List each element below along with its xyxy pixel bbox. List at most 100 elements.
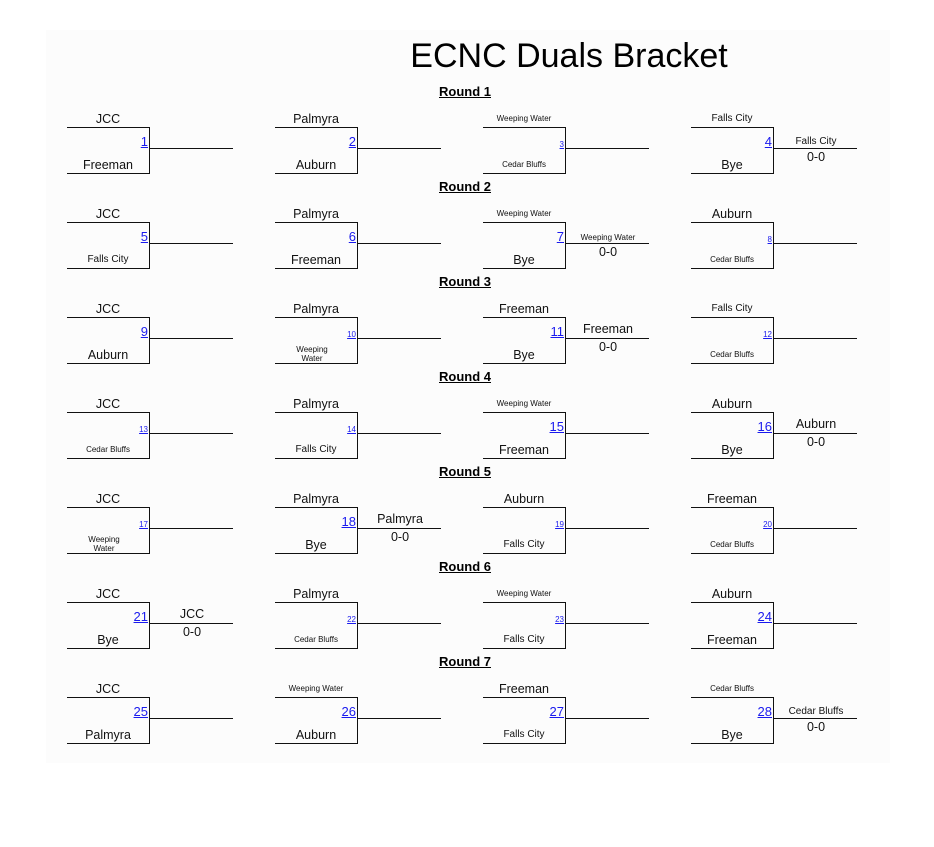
round-label: Round 5 — [439, 464, 491, 479]
match-number-link[interactable]: 16 — [757, 419, 772, 434]
winner-line — [149, 338, 233, 339]
bracket-connector — [565, 412, 566, 459]
match-number-link[interactable]: 2 — [348, 134, 356, 149]
team-bottom: Bye — [513, 348, 535, 362]
team-top: Freeman — [498, 682, 550, 696]
bottom-team-line — [67, 648, 149, 649]
match-number-link[interactable]: 27 — [549, 704, 564, 719]
team-top: Auburn — [503, 492, 545, 506]
top-team-line — [691, 222, 773, 223]
match-number-link[interactable]: 26 — [341, 704, 356, 719]
match-number-link[interactable]: 17 — [139, 520, 148, 529]
team-top: Palmyra — [293, 302, 339, 316]
bracket-connector — [773, 412, 774, 459]
match-number-link[interactable]: 24 — [757, 609, 772, 624]
team-top: Palmyra — [293, 587, 339, 601]
match-number-link[interactable]: 15 — [549, 419, 564, 434]
team-top: JCC — [95, 112, 121, 126]
winner-line — [773, 338, 857, 339]
team-top: Weeping Water — [288, 684, 344, 693]
round-label: Round 2 — [439, 179, 491, 194]
team-bottom: Bye — [97, 633, 119, 647]
match-number-link[interactable]: 23 — [555, 615, 564, 624]
top-team-line — [691, 602, 773, 603]
match-number-link[interactable]: 5 — [140, 229, 148, 244]
match-number-link[interactable]: 8 — [767, 235, 772, 244]
team-bottom: Freeman — [290, 253, 342, 267]
top-team-line — [275, 127, 357, 128]
bottom-team-line — [691, 268, 773, 269]
team-top: Auburn — [711, 207, 753, 221]
winner-name: Falls City — [795, 136, 837, 147]
bottom-team-line — [691, 743, 773, 744]
match-number-link[interactable]: 12 — [763, 330, 772, 339]
top-team-line — [67, 412, 149, 413]
team-top: JCC — [95, 492, 121, 506]
match-number-link[interactable]: 9 — [140, 324, 148, 339]
match-number-link[interactable]: 19 — [555, 520, 564, 529]
bottom-team-line — [483, 363, 565, 364]
top-team-line — [67, 127, 149, 128]
team-bottom: Cedar Bluffs — [710, 540, 754, 549]
bottom-team-line — [67, 458, 149, 459]
match-number-link[interactable]: 21 — [133, 609, 148, 624]
match-score: 0-0 — [598, 340, 618, 354]
match-number-link[interactable]: 18 — [341, 514, 356, 529]
winner-line — [149, 528, 233, 529]
bracket-connector — [149, 602, 150, 649]
team-bottom-line2: Water — [93, 544, 115, 553]
match-number-link[interactable]: 22 — [347, 615, 356, 624]
match-number-link[interactable]: 28 — [757, 704, 772, 719]
team-bottom: Cedar Bluffs — [710, 350, 754, 359]
match-number-link[interactable]: 6 — [348, 229, 356, 244]
match-number-link[interactable]: 25 — [133, 704, 148, 719]
top-team-line — [67, 317, 149, 318]
match-number-link[interactable]: 3 — [559, 140, 564, 149]
bottom-team-line — [275, 458, 357, 459]
team-bottom: Freeman — [498, 443, 550, 457]
match-number-link[interactable]: 11 — [550, 324, 565, 339]
match-number-link[interactable]: 14 — [347, 425, 356, 434]
team-top: Weeping Water — [496, 399, 552, 408]
bracket-connector — [773, 317, 774, 364]
bottom-team-line — [483, 648, 565, 649]
top-team-line — [275, 602, 357, 603]
bracket-connector — [565, 602, 566, 649]
team-bottom: Auburn — [295, 158, 337, 172]
match-number-link[interactable]: 20 — [763, 520, 772, 529]
team-bottom: Falls City — [87, 254, 129, 265]
match-number-link[interactable]: 10 — [347, 330, 356, 339]
top-team-line — [275, 317, 357, 318]
team-top: Weeping Water — [496, 209, 552, 218]
team-bottom: Falls City — [503, 539, 545, 550]
bracket-connector — [357, 317, 358, 364]
bottom-team-line — [275, 363, 357, 364]
match-number-link[interactable]: 4 — [764, 134, 772, 149]
match-number-link[interactable]: 1 — [140, 134, 148, 149]
bottom-team-line — [483, 553, 565, 554]
team-bottom: Bye — [513, 253, 535, 267]
top-team-line — [483, 317, 565, 318]
round-label: Round 1 — [439, 84, 491, 99]
bottom-team-line — [275, 268, 357, 269]
match-number-link[interactable]: 7 — [556, 229, 564, 244]
bottom-team-line — [275, 173, 357, 174]
match-number-link[interactable]: 13 — [139, 425, 148, 434]
winner-name: JCC — [179, 607, 205, 621]
top-team-line — [691, 697, 773, 698]
winner-line — [565, 433, 649, 434]
bracket-connector — [149, 127, 150, 174]
